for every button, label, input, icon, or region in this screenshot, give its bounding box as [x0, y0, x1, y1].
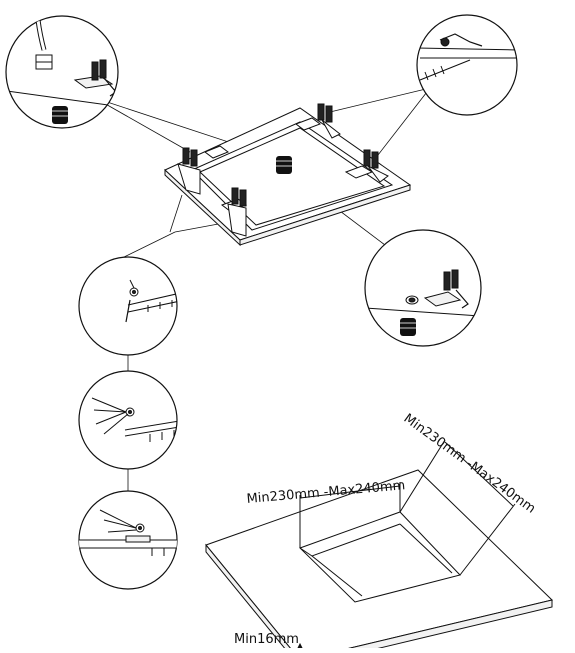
rubber-foot-icon-2	[400, 318, 416, 336]
detail-circle-clip-step-3	[78, 490, 178, 590]
detail-circle-clip-step-2	[78, 370, 178, 470]
mounting-clips	[177, 103, 389, 237]
detail-circle-clip-step-1	[78, 256, 178, 356]
detail-circle-middle-right	[364, 229, 482, 347]
countertop-cutout	[205, 439, 554, 653]
detail-circle-top-right	[416, 14, 518, 116]
rubber-foot-center-icon	[276, 156, 292, 174]
rubber-foot-icon	[52, 106, 68, 124]
detail-circle-top-left	[5, 15, 119, 129]
countertop-thickness-label: Min16mm	[234, 632, 299, 647]
panel-underside	[164, 107, 412, 247]
